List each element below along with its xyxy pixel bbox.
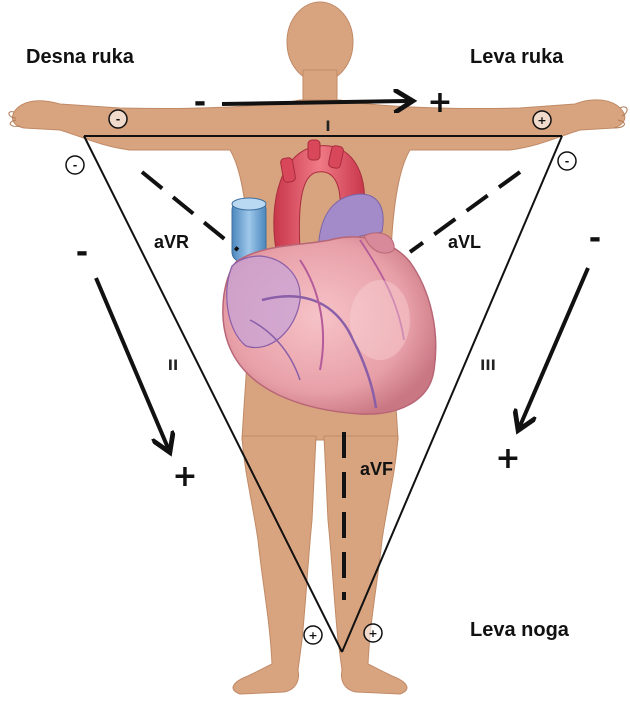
lead-i-label: I [325, 119, 330, 135]
right-leg [233, 436, 316, 694]
lead-i-plus: + [427, 85, 452, 120]
electrode-sign: + [308, 629, 317, 642]
lead-iii-plus: + [495, 441, 520, 476]
electrode-sign: + [368, 627, 377, 640]
electrode-ra-2: - [66, 156, 84, 174]
lead-i-arrow [222, 101, 408, 104]
lead-iii-minus: - [589, 221, 601, 256]
lead-iii-label: III [480, 358, 496, 374]
avf-label: aVF [360, 459, 393, 479]
electrode-la-2: - [558, 152, 576, 170]
electrode-ra-1: - [109, 110, 127, 128]
right-arm-label: Desna ruka [26, 46, 135, 68]
lead-ii-label: II [168, 358, 178, 374]
lead-ii-minus: - [76, 235, 88, 270]
lead-i-minus: - [194, 85, 206, 120]
avl-label: aVL [448, 232, 481, 252]
electrode-sign: + [537, 114, 546, 127]
electrode-sign: - [73, 159, 78, 172]
electrode-ll-1: + [304, 626, 322, 644]
lead-ii-plus: + [172, 459, 197, 494]
electrode-sign: - [116, 113, 121, 126]
electrode-ll-2: + [364, 624, 382, 642]
left-leg-label: Leva noga [470, 619, 570, 641]
lead-iii-arrow [520, 268, 588, 426]
electrode-sign: - [565, 155, 570, 168]
avr-label: aVR [154, 232, 189, 252]
electrode-la-1: + [533, 111, 551, 129]
left-arm-label: Leva ruka [470, 46, 564, 68]
lead-ii-arrow [96, 278, 168, 448]
